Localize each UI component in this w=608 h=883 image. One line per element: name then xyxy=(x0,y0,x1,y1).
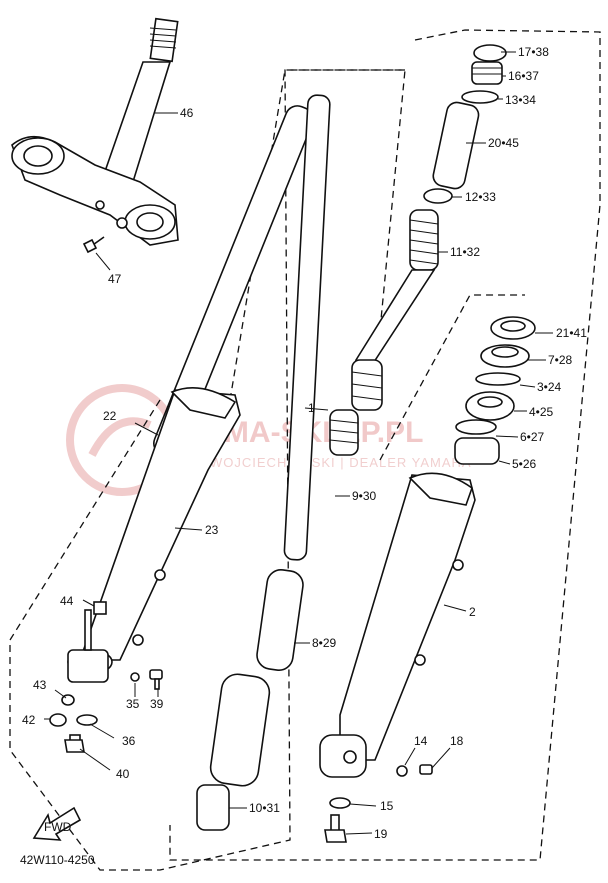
right-outer-tube xyxy=(319,472,476,778)
label-19: 19 xyxy=(374,827,388,841)
steering-stem xyxy=(100,17,179,186)
watermark-sub: WOJCIECHOWSKI | DEALER YAMAHA xyxy=(210,455,472,470)
label-7-28: 7•28 xyxy=(548,353,573,367)
label-10-31: 10•31 xyxy=(249,801,280,815)
label-18: 18 xyxy=(450,734,464,748)
inner-tube xyxy=(283,94,331,561)
label-39: 39 xyxy=(150,697,164,711)
diagram-code: 42W110-4250 xyxy=(20,853,95,867)
label-11-32: 11•32 xyxy=(450,245,480,259)
label-13-34: 13•34 xyxy=(505,93,536,107)
label-9-30: 9•30 xyxy=(352,489,377,503)
label-47: 47 xyxy=(108,272,122,286)
label-15: 15 xyxy=(380,799,394,813)
spacer-tube xyxy=(432,101,480,190)
seal-stack xyxy=(454,316,536,465)
label-12-33: 12•33 xyxy=(465,190,496,204)
label-4-25: 4•25 xyxy=(529,405,554,419)
label-23: 23 xyxy=(205,523,219,537)
bolt-44 xyxy=(84,601,107,651)
label-20-45: 20•45 xyxy=(488,136,519,150)
label-6-27: 6•27 xyxy=(520,430,545,444)
label-40: 40 xyxy=(116,767,130,781)
fork-spring xyxy=(351,209,439,411)
top-cap-parts xyxy=(461,44,507,104)
label-16-37: 16•37 xyxy=(508,69,539,83)
under-bracket xyxy=(11,135,179,246)
label-36: 36 xyxy=(122,734,136,748)
group-outline-right-inner xyxy=(379,294,525,461)
label-21-41: 21•41 xyxy=(556,326,587,340)
damper-rod-9 xyxy=(329,409,359,456)
label-17-38: 17•38 xyxy=(518,45,549,59)
label-42: 42 xyxy=(22,713,36,727)
group-outline-left xyxy=(9,69,405,871)
left-outer-tube xyxy=(67,105,314,683)
leader-lines xyxy=(44,51,553,835)
washer-12 xyxy=(423,188,453,204)
label-5-26: 5•26 xyxy=(512,457,537,471)
label-14: 14 xyxy=(414,734,428,748)
label-8-29: 8•29 xyxy=(312,636,337,650)
label-43: 43 xyxy=(33,678,47,692)
label-1: 1 xyxy=(308,401,315,415)
label-46: 46 xyxy=(180,106,194,120)
bolt-47 xyxy=(82,236,105,254)
fwd-label: FWD xyxy=(44,820,72,834)
damper-rod xyxy=(196,568,304,831)
fwd-arrow-icon: FWD xyxy=(32,806,82,841)
label-22: 22 xyxy=(103,409,117,423)
small-parts-right xyxy=(324,764,433,843)
small-parts-left xyxy=(49,669,163,753)
label-44: 44 xyxy=(60,594,74,608)
group-outline-right xyxy=(169,29,601,861)
callout-labels: 17•38 16•37 13•34 20•45 12•33 11•32 21•4… xyxy=(20,45,587,867)
watermark-logo-mark xyxy=(88,417,152,457)
label-3-24: 3•24 xyxy=(537,380,562,394)
label-2: 2 xyxy=(469,605,476,619)
label-35: 35 xyxy=(126,697,140,711)
